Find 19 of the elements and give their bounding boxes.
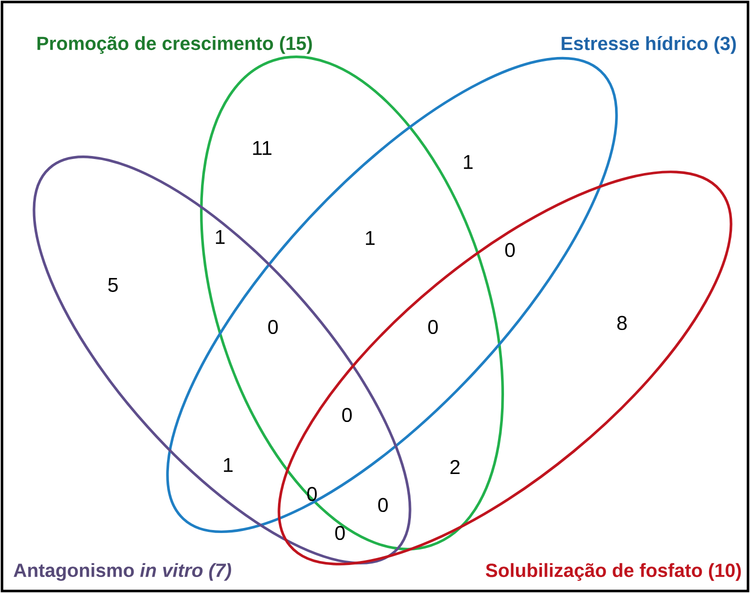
region-count: 11 xyxy=(253,141,272,155)
region-count: 5 xyxy=(108,278,118,292)
region-count: 0 xyxy=(307,486,317,502)
region-count: 0 xyxy=(505,242,515,258)
set-label: Antagonismo in vitro (7) xyxy=(14,563,232,581)
region-count: 0 xyxy=(268,320,278,334)
region-count: 0 xyxy=(335,526,345,540)
region-count: 2 xyxy=(450,460,460,474)
set-label: Promoção de crescimento (15) xyxy=(37,36,312,54)
region-count: 1 xyxy=(224,458,233,472)
region-count: 0 xyxy=(378,498,388,512)
region-count: 0 xyxy=(342,408,352,422)
region-count: 1 xyxy=(216,230,225,244)
set-label: Estresse hídrico (3) xyxy=(562,36,736,54)
set-label: Solubilização de fosfato (10) xyxy=(486,563,741,581)
region-count: 8 xyxy=(617,316,627,330)
region-count: 1 xyxy=(464,155,473,169)
region-count: 0 xyxy=(428,320,438,334)
region-count: 1 xyxy=(366,231,375,245)
